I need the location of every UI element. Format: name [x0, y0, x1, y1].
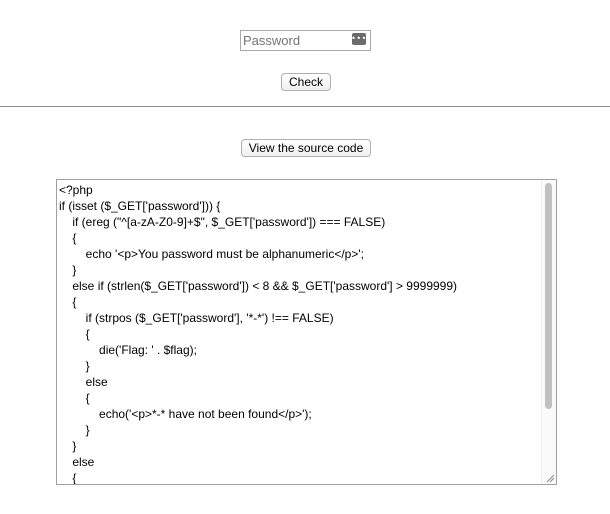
password-input[interactable]: [241, 31, 351, 50]
vertical-scrollbar[interactable]: [541, 180, 556, 484]
check-button[interactable]: Check: [281, 73, 331, 91]
horizontal-divider: [0, 106, 610, 107]
view-source-button[interactable]: View the source code: [241, 139, 371, 157]
source-code-textarea[interactable]: <?php if (isset ($_GET['password'])) { i…: [56, 179, 557, 485]
resize-grip-icon[interactable]: [545, 473, 555, 483]
password-manager-key-icon[interactable]: •••: [351, 33, 367, 45]
scrollbar-thumb[interactable]: [545, 183, 552, 409]
password-field-wrapper[interactable]: •••: [240, 30, 371, 51]
source-code-text: <?php if (isset ($_GET['password'])) { i…: [59, 183, 458, 485]
